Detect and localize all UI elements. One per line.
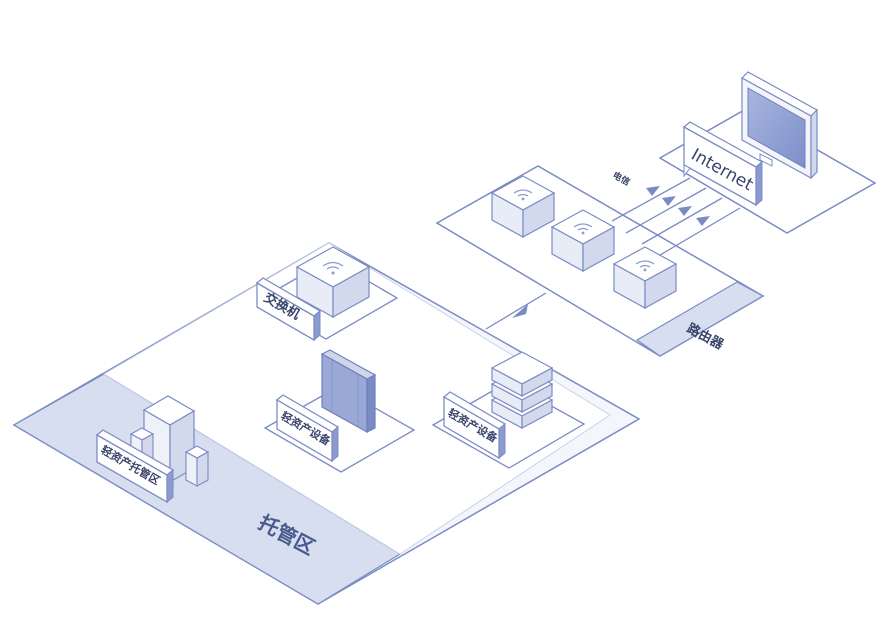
wifi-icon <box>573 223 593 231</box>
router-device-2 <box>550 209 616 273</box>
wifi-icon <box>322 261 344 270</box>
device-sign-2: 轻资产设备 <box>442 391 507 460</box>
wifi-icon <box>513 189 533 197</box>
arrow-icon <box>646 186 660 196</box>
arrow-icon <box>662 196 676 206</box>
switch-device <box>295 246 371 319</box>
switch-sign: 交换机 <box>255 277 322 342</box>
server-stack <box>490 351 554 429</box>
router-device-1 <box>490 175 556 239</box>
arrow-icon <box>512 304 528 318</box>
telecom-label: 电信 <box>611 169 633 188</box>
monitor-icon <box>741 71 818 180</box>
router-device-3 <box>612 246 678 310</box>
wifi-icon <box>635 260 655 268</box>
arrow-icon <box>678 206 692 216</box>
device-sign-1: 轻资产设备 <box>275 394 340 463</box>
internet-sign: Internet <box>682 121 764 207</box>
router-to-switch-link <box>485 292 547 330</box>
rack-device <box>320 349 377 434</box>
arrow-icon <box>696 216 710 226</box>
telecom-links <box>611 177 741 256</box>
